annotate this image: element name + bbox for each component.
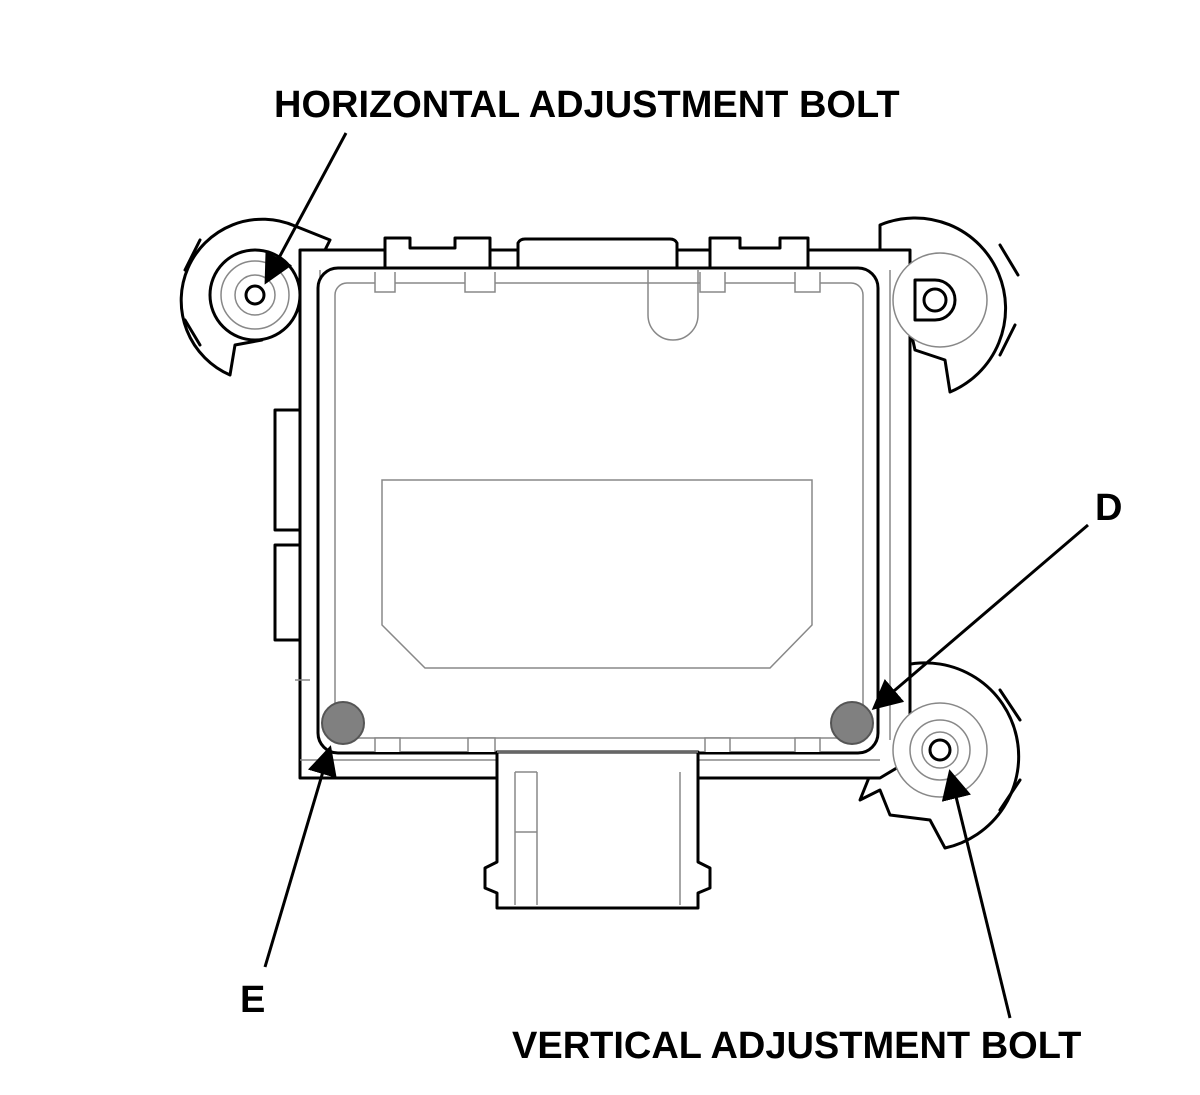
vertical-bolt-label: VERTICAL ADJUSTMENT BOLT	[512, 1025, 1081, 1067]
leader-horizontal-bolt	[264, 132, 348, 285]
point-d-label: D	[1095, 487, 1122, 529]
leader-vertical-bolt	[941, 769, 1012, 1019]
label-recess	[381, 479, 813, 669]
reference-point-e-marker	[321, 701, 365, 745]
connector	[483, 750, 712, 910]
point-e-label: E	[240, 979, 265, 1021]
top-tabs	[383, 236, 810, 270]
leader-point-e	[263, 745, 337, 968]
vertical-adjustment-bolt-icon	[892, 702, 988, 798]
reference-point-d-marker	[830, 701, 874, 745]
horizontal-bolt-label: HORIZONTAL ADJUSTMENT BOLT	[274, 84, 900, 126]
sensor-housing	[316, 266, 880, 755]
top-right-pin-icon	[892, 252, 988, 348]
horizontal-adjustment-bolt-icon	[208, 248, 302, 342]
leader-point-d	[871, 523, 1089, 710]
